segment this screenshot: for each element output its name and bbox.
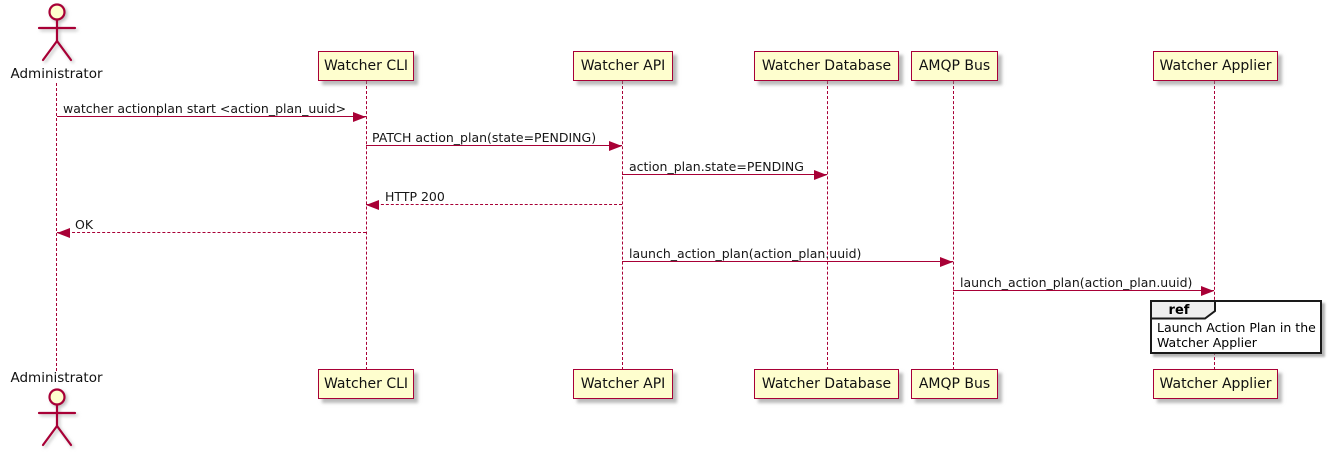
participant-watcher-applier-top: Watcher Applier bbox=[1153, 51, 1278, 81]
actor-label-bottom: Administrator bbox=[10, 370, 103, 386]
message-label: HTTP 200 bbox=[385, 189, 445, 204]
ref-text-line-2: Watcher Applier bbox=[1157, 334, 1257, 350]
participant-watcher-database-bottom: Watcher Database bbox=[754, 369, 899, 399]
ref-keyword-tab bbox=[1150, 300, 1216, 320]
actor-icon bbox=[37, 388, 77, 447]
arrowhead-icon bbox=[1201, 286, 1214, 296]
message-label: launch_action_plan(action_plan.uuid) bbox=[629, 246, 862, 261]
participant-amqp-bus-bottom: AMQP Bus bbox=[911, 369, 998, 399]
participant-watcher-cli-bottom: Watcher CLI bbox=[318, 369, 414, 399]
message-label: launch_action_plan(action_plan.uuid) bbox=[960, 275, 1193, 290]
message-line bbox=[366, 204, 622, 205]
participant-watcher-api-bottom: Watcher API bbox=[573, 369, 673, 399]
participant-label: Watcher CLI bbox=[323, 58, 409, 74]
participant-label: Watcher Database bbox=[761, 376, 892, 392]
message-line bbox=[57, 116, 366, 117]
participant-watcher-applier-bottom: Watcher Applier bbox=[1153, 369, 1278, 399]
ref-fragment: ref Launch Action Plan in the Watcher Ap… bbox=[1150, 300, 1322, 354]
message-label: watcher actionplan start <action_plan_uu… bbox=[63, 101, 347, 116]
message-line bbox=[366, 145, 622, 146]
message-label: action_plan.state=PENDING bbox=[629, 159, 804, 174]
arrowhead-icon bbox=[940, 257, 953, 267]
ref-text: Launch Action Plan in the Watcher Applie… bbox=[1157, 320, 1316, 350]
arrowhead-icon bbox=[366, 200, 379, 210]
lifeline-watcher-database bbox=[827, 81, 828, 370]
actor-label-top: Administrator bbox=[10, 66, 103, 82]
arrowhead-icon bbox=[814, 170, 827, 180]
participant-label: Watcher CLI bbox=[323, 376, 409, 392]
participant-label: AMQP Bus bbox=[918, 58, 991, 74]
lifeline-administrator bbox=[56, 83, 57, 371]
message-line bbox=[953, 290, 1214, 291]
participant-label: Watcher Applier bbox=[1159, 58, 1272, 74]
participant-watcher-api-top: Watcher API bbox=[573, 51, 673, 81]
arrowhead-icon bbox=[57, 228, 70, 238]
participant-label: Watcher Applier bbox=[1159, 376, 1272, 392]
message-label: OK bbox=[75, 217, 94, 232]
participant-amqp-bus-top: AMQP Bus bbox=[911, 51, 998, 81]
message-label: PATCH action_plan(state=PENDING) bbox=[372, 130, 597, 145]
participant-label: Watcher Database bbox=[761, 58, 892, 74]
participant-label: Watcher API bbox=[580, 376, 666, 392]
ref-text-line-1: Launch Action Plan in the bbox=[1157, 320, 1316, 335]
actor-icon bbox=[37, 3, 77, 62]
lifeline-watcher-api bbox=[622, 81, 623, 370]
arrowhead-icon bbox=[609, 141, 622, 151]
ref-keyword-label: ref bbox=[1168, 303, 1190, 318]
lifeline-watcher-applier bbox=[1214, 81, 1215, 370]
message-line bbox=[622, 261, 953, 262]
participant-label: Watcher API bbox=[580, 58, 666, 74]
participant-watcher-database-top: Watcher Database bbox=[754, 51, 899, 81]
arrowhead-icon bbox=[353, 112, 366, 122]
participant-watcher-cli-top: Watcher CLI bbox=[318, 51, 414, 81]
lifeline-watcher-cli bbox=[366, 81, 367, 370]
message-line bbox=[57, 232, 366, 233]
message-line bbox=[622, 174, 827, 175]
participant-label: AMQP Bus bbox=[918, 376, 991, 392]
lifeline-amqp-bus bbox=[953, 81, 954, 370]
